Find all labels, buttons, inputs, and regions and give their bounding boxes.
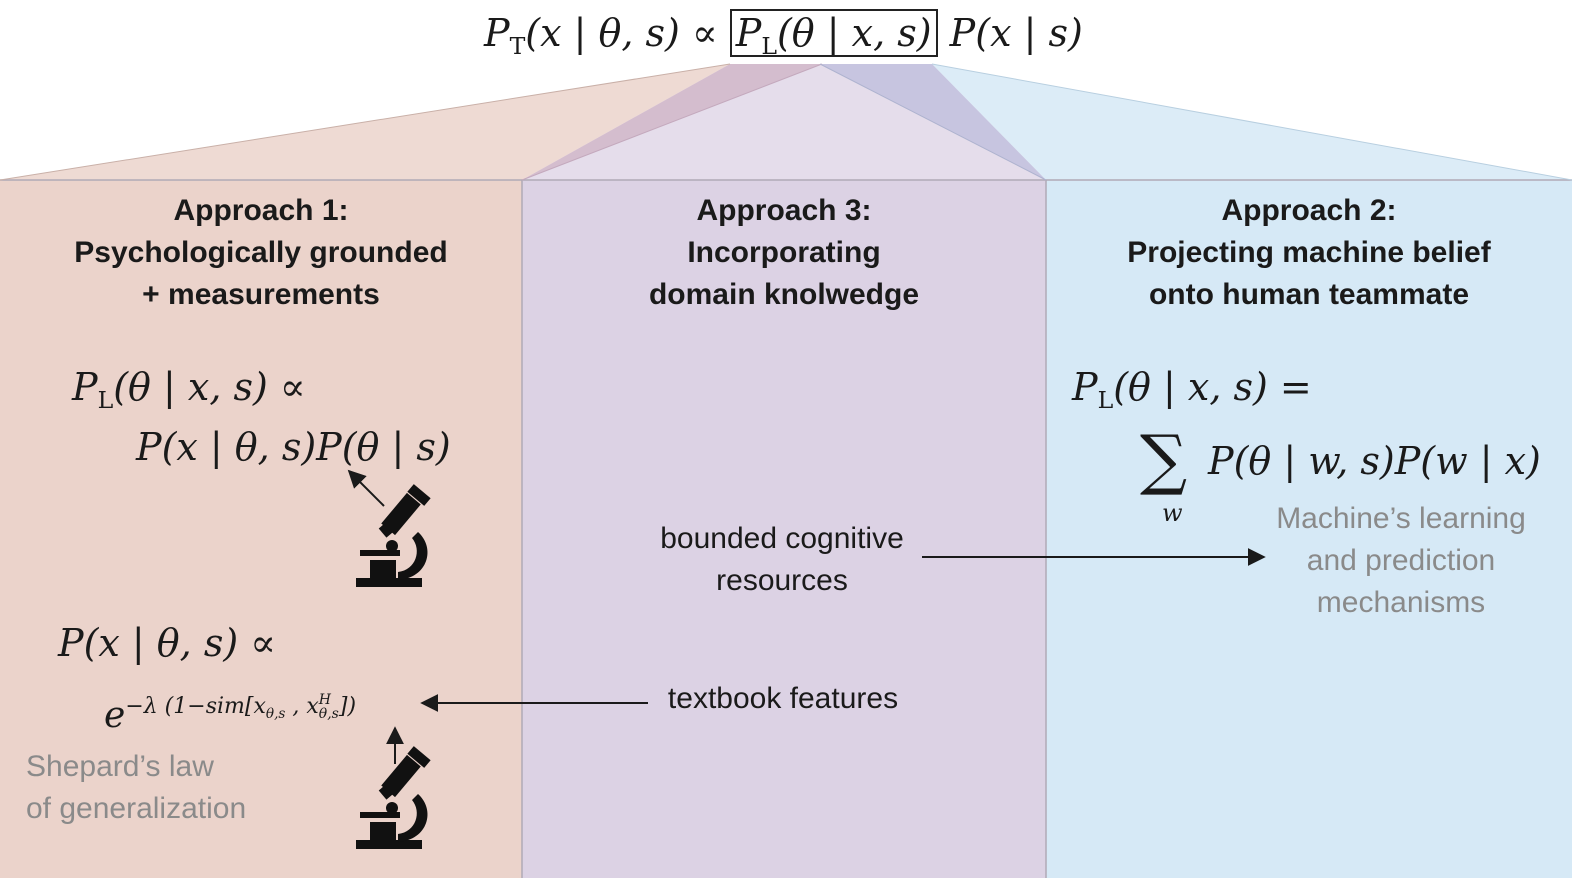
approach1-note: Shepard’s law of generalization xyxy=(26,746,246,830)
top-formula-lhs-sub: T xyxy=(509,32,526,61)
boxed-term-args: (θ | x, s) xyxy=(776,11,932,55)
eq-sub: L xyxy=(1097,386,1114,415)
approach2-panel xyxy=(1046,180,1572,878)
approach1-title-line: + measurements xyxy=(142,278,380,311)
top-formula-lhs-args: (x | θ, s) ∝ xyxy=(525,11,718,55)
arrow-to-prior xyxy=(347,469,385,507)
approach3-panel xyxy=(522,180,1046,878)
approach1-equation-1-lhs: PL(θ | x, s) ∝ xyxy=(72,362,306,417)
exp-sup: H xyxy=(318,692,332,708)
exp-end: ]) xyxy=(338,694,357,719)
approach1-panel xyxy=(0,180,522,878)
approach1-title-line: Psychologically grounded xyxy=(74,236,448,269)
eq-symbol: P xyxy=(1072,365,1098,409)
top-formula: PT(x | θ, s) ∝ PL(θ | x, s) P(x | s) xyxy=(484,8,1083,63)
sum-index: w xyxy=(1162,499,1183,527)
note-line: Machine’s learning xyxy=(1276,502,1526,535)
exp-power-text: −λ (1−sim[x xyxy=(125,694,266,719)
bounded-resources-label: bounded cognitive resources xyxy=(622,518,942,602)
approach2-title-line: Approach 2: xyxy=(1221,194,1397,227)
approach2-note: Machine’s learning and prediction mechan… xyxy=(1262,498,1540,624)
boxed-term-sub: L xyxy=(761,32,777,61)
approach3-title: Approach 3: Incorporating domain knolwed… xyxy=(522,190,1046,316)
top-formula-prior: P(x | s) xyxy=(949,11,1083,55)
label-line: resources xyxy=(716,564,848,597)
note-line: and prediction xyxy=(1306,544,1496,577)
fan-edge xyxy=(0,63,731,181)
exp-base: e xyxy=(104,695,126,736)
microscope-icon xyxy=(356,746,431,849)
note-line: of generalization xyxy=(26,792,247,825)
microscope-icon xyxy=(356,484,431,587)
eq-args: (θ | x, s) ∝ xyxy=(113,365,306,409)
boxed-term-symbol: P xyxy=(735,11,762,55)
approach3-title-line: domain knolwedge xyxy=(648,278,920,311)
eq-sub: L xyxy=(97,386,114,415)
exp-sub: θ,s xyxy=(265,705,286,722)
approach2-equation-lhs: PL(θ | x, s) = xyxy=(1072,362,1312,417)
note-line: mechanisms xyxy=(1316,586,1486,619)
fan-edge xyxy=(521,63,823,181)
approach3-title-line: Incorporating xyxy=(687,236,881,269)
fan-edge xyxy=(819,63,1047,181)
eq-symbol: P xyxy=(72,365,98,409)
sum-symbol: ∑ xyxy=(1140,421,1188,498)
approach2-title-line: Projecting machine belief xyxy=(1127,236,1491,269)
approach1-title-line: Approach 1: xyxy=(173,194,349,227)
fan-edge xyxy=(931,63,1572,181)
exp-mid: , x xyxy=(285,694,319,719)
approach2-equation-rhs: P(θ | w, s)P(w | x) xyxy=(1208,439,1541,483)
approach1-equation-1-rhs: P(x | θ, s)P(θ | s) xyxy=(136,425,451,469)
exp-sub: θ,s xyxy=(318,706,339,722)
approach3-title-line: Approach 3: xyxy=(696,194,872,227)
textbook-features-label: textbook features xyxy=(667,682,899,715)
top-formula-boxed-term: PL(θ | x, s) xyxy=(729,9,938,61)
label-line: bounded cognitive xyxy=(660,522,904,555)
approach1-title: Approach 1: Psychologically grounded + m… xyxy=(0,190,522,316)
approach2-title: Approach 2: Projecting machine belief on… xyxy=(1046,190,1572,316)
note-line: Shepard’s law xyxy=(26,750,214,783)
eq-args: (θ | x, s) = xyxy=(1113,365,1312,409)
approach2-title-line: onto human teammate xyxy=(1148,278,1470,311)
top-formula-lhs: P xyxy=(484,11,510,55)
approach1-equation-2-lhs: P(x | θ, s) ∝ xyxy=(58,621,276,665)
